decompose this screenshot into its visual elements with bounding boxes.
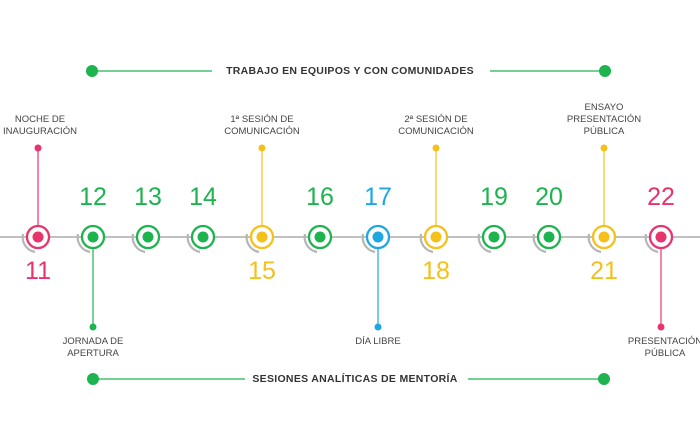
day-16-node-dot (314, 231, 326, 243)
top-band-title: TRABAJO EN EQUIPOS Y CON COMUNIDADES (220, 65, 480, 77)
day-17-label: DÍA LIBRE (355, 336, 400, 348)
day-11-label-line: INAUGURACIÓN (3, 126, 77, 137)
day-13-shadow-arc (131, 233, 146, 254)
day-22-label-line: PÚBLICA (644, 348, 686, 359)
day-14-shadow-arc (186, 233, 201, 254)
day-14-number: 14 (189, 183, 217, 211)
day-16-number: 16 (306, 183, 334, 211)
day-22-number: 22 (647, 183, 675, 211)
day-18-shadow-arc (419, 233, 434, 254)
day-17-label-line: DÍA LIBRE (355, 336, 401, 347)
day-15-connector-dot (258, 144, 266, 152)
day-18-number: 18 (422, 257, 450, 285)
day-19-shadow-arc (477, 233, 492, 254)
day-15-label-line: COMUNICACIÓN (224, 126, 300, 137)
day-19-node-dot (488, 231, 500, 243)
day-17-number: 17 (364, 183, 392, 211)
day-21-label-line: PRESENTACIÓN (566, 114, 642, 125)
day-12-node-dot (87, 231, 99, 243)
day-12-shadow-arc (76, 233, 91, 254)
day-18-label-line: COMUNICACIÓN (398, 126, 474, 137)
bottom-band-start-dot (87, 373, 99, 385)
day-21-node-dot (598, 231, 610, 243)
day-21-shadow-arc (587, 233, 602, 254)
day-18-label-line: 2ª SESIÓN DE (404, 114, 468, 125)
bottom-band-end-dot (598, 373, 610, 385)
day-15-number: 15 (248, 257, 276, 285)
day-21-number: 21 (590, 257, 618, 285)
day-12-connector-dot (89, 323, 97, 331)
day-17-connector-dot (374, 323, 382, 331)
day-17-node-dot (372, 231, 384, 243)
day-16-shadow-arc (303, 233, 318, 254)
day-21-connector-dot (600, 144, 608, 152)
day-15-node-dot (256, 231, 268, 243)
day-15-shadow-arc (245, 233, 260, 254)
day-18-connector-dot (432, 144, 440, 152)
bottom-band-title: SESIONES ANALÍTICAS DE MENTORÍA (246, 373, 464, 385)
day-22-label-line: PRESENTACIÓN (627, 336, 700, 347)
day-20-number: 20 (535, 183, 563, 211)
day-11-label-line: NOCHE DE (14, 114, 66, 125)
day-12-number: 12 (79, 183, 107, 211)
day-22-connector-dot (657, 323, 665, 331)
day-11-connector-dot (34, 144, 42, 152)
day-17-shadow-arc (361, 233, 376, 254)
day-19-number: 19 (480, 183, 508, 211)
day-11-number: 11 (25, 257, 51, 285)
day-14-node-dot (197, 231, 209, 243)
top-band-start-dot (86, 65, 98, 77)
day-15-label-line: 1ª SESIÓN DE (230, 114, 294, 125)
day-22-shadow-arc (644, 233, 659, 254)
day-13-number: 13 (134, 183, 162, 211)
day-22-node-dot (655, 231, 667, 243)
day-20-shadow-arc (532, 233, 547, 254)
day-21-label-line: ENSAYO (584, 102, 624, 113)
day-18-node-dot (430, 231, 442, 243)
day-11-shadow-arc (21, 233, 36, 254)
top-band-end-dot (599, 65, 611, 77)
day-20-node-dot (543, 231, 555, 243)
day-13-node-dot (142, 231, 154, 243)
day-21-label-line: PÚBLICA (583, 126, 625, 137)
day-12-label-line: JORNADA DE (62, 336, 124, 347)
day-11-node-dot (32, 231, 44, 243)
day-12-label-line: APERTURA (67, 348, 119, 359)
